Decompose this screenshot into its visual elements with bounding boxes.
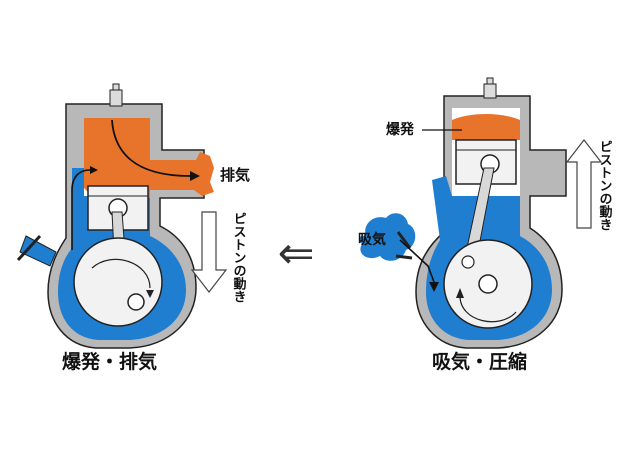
right-compressed-charge <box>452 114 520 140</box>
transition-arrow-icon: ⇐ <box>278 228 315 279</box>
left-caption: 爆発・排気 <box>62 350 157 373</box>
right-crank-pin <box>478 274 498 294</box>
left-engine <box>16 83 214 349</box>
left-piston-motion-down-arrow <box>190 211 228 293</box>
right-intake-cloud <box>359 213 416 261</box>
left-crank-pin <box>127 293 145 311</box>
right-explosion-label: 爆発 <box>386 121 415 138</box>
right-engine <box>359 77 567 349</box>
left-rotation-arrow <box>91 258 151 289</box>
left-intake-pipe <box>19 235 57 267</box>
left-spark-plug <box>109 89 123 107</box>
right-intake-label: 吸気 <box>358 231 386 248</box>
left-combustion-gas <box>84 118 214 198</box>
right-caption: 吸気・圧縮 <box>432 350 527 373</box>
right-piston-motion-up-arrow <box>565 139 603 229</box>
left-transfer-flow-arrow <box>71 169 91 250</box>
left-exhaust-label: 排気 <box>220 166 250 184</box>
right-piston-motion-label: ピストンの動き <box>597 140 613 231</box>
left-piston-motion-label: ピストンの動き <box>231 212 247 303</box>
left-exhaust-flow-arrow <box>111 119 191 177</box>
right-spark-plug <box>483 83 497 99</box>
right-rotation-arrow <box>459 295 517 323</box>
right-intake-flow-arrow <box>399 239 435 283</box>
